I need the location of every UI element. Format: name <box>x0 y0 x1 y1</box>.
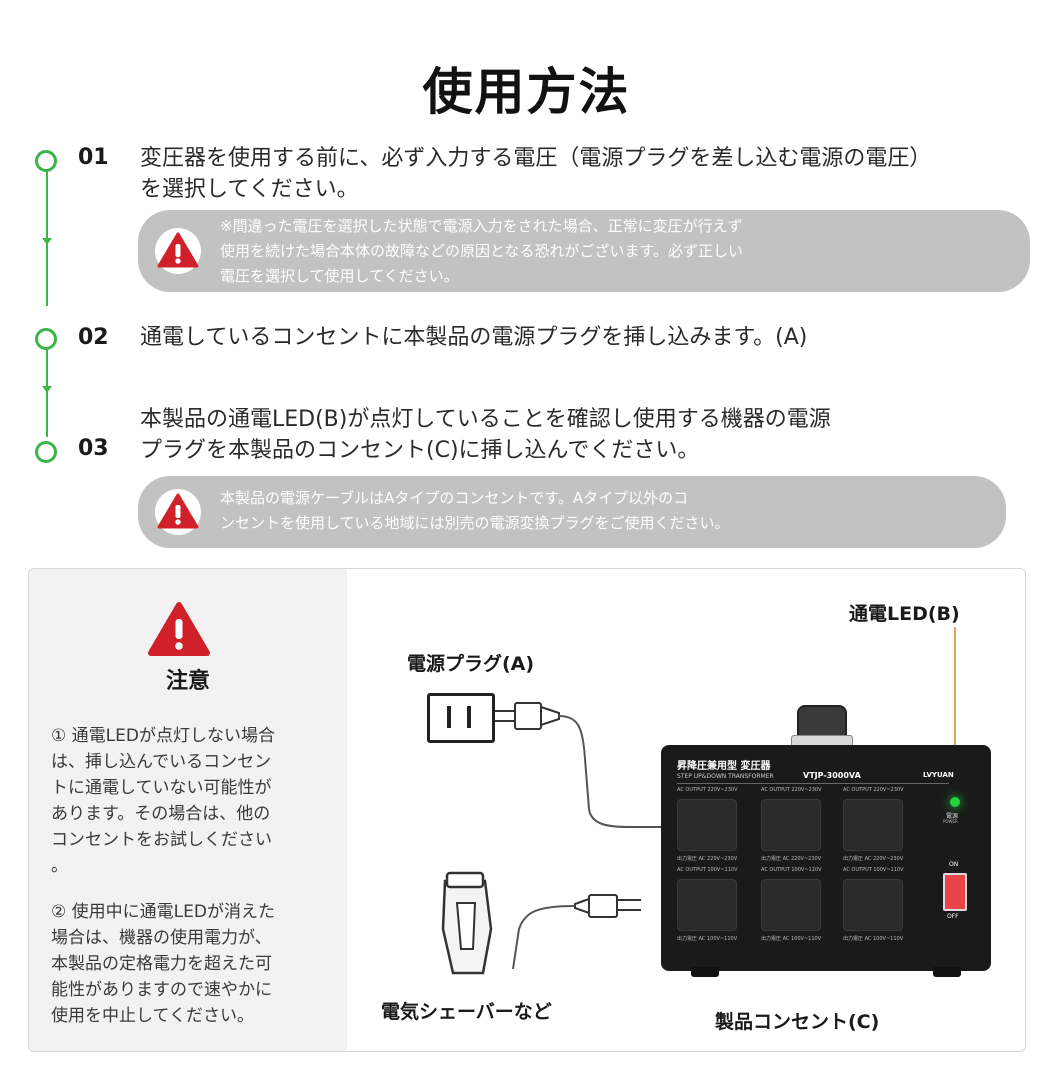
step-text: 本製品の通電LED(B)が点灯していることを確認し使用する機器の電源 プラグを本… <box>140 404 831 466</box>
step-text: 通電しているコンセントに本製品の電源プラグを挿し込みます。(A) <box>140 322 807 353</box>
outlet-label-text: AC OUTPUT 100V~110V <box>761 867 822 873</box>
device-subtitle: STEP UP&DOWN TRANSFORMER <box>677 773 774 780</box>
outlet-socket-icon <box>761 799 821 851</box>
outlet-socket-icon <box>843 879 903 931</box>
plug-icon <box>574 894 641 918</box>
step-text-line: 本製品の通電LED(B)が点灯していることを確認し使用する機器の電源 <box>140 407 831 432</box>
outlet-label-text: AC OUTPUT 220V~230V <box>677 787 738 793</box>
outlet-label-text: 出力電圧 AC 220V~230V <box>677 856 738 862</box>
outlet-label-text: AC OUTPUT 220V~230V <box>761 787 822 793</box>
timeline-line <box>46 166 48 306</box>
device-name: 昇降圧兼用型 変圧器 <box>677 761 771 772</box>
switch-on-label: ON <box>949 861 959 868</box>
warning-line: 電圧を選択して使用してください。 <box>220 267 459 285</box>
caution-line: あります。その場合は、他の <box>51 804 271 824</box>
warning-line: ※間違った電圧を選択した状態で電源入力をされた場合、正常に変圧が行えず <box>220 217 743 235</box>
shaver-icon <box>441 871 493 975</box>
page-title: 使用方法 <box>422 63 631 121</box>
wall-socket-icon <box>427 693 495 743</box>
plug-label: 電源プラグ(A) <box>407 653 535 675</box>
outlet-label-text: 出力電圧 AC 100V~110V <box>843 936 904 942</box>
caution-line: 能性がありますので速やかに <box>51 980 272 1000</box>
caution-line: は、挿し込んでいるコンセン <box>51 752 272 772</box>
step-marker-icon <box>35 150 57 172</box>
caution-line: 本製品の定格電力を超えた可 <box>51 954 272 974</box>
caution-line: コンセントをお試しください <box>51 830 272 850</box>
caution-line: トに通電していない可能性が <box>51 778 272 798</box>
switch-off-label: OFF <box>947 913 959 920</box>
caution-line: 使用を中止してください。 <box>51 1006 254 1026</box>
power-label: 電源 <box>946 813 959 820</box>
diagram-panel: 注意 ① 通電LEDが点灯しない場合 は、挿し込んでいるコンセン トに通電してい… <box>28 568 1026 1052</box>
outlet-label-text: AC OUTPUT 220V~230V <box>843 787 904 793</box>
plug-icon <box>495 702 560 730</box>
warning-line: ンセントを使用している地域には別売の電源変換プラグをご使用ください。 <box>220 514 730 532</box>
step-number: 02 <box>78 325 109 350</box>
outlet-label-text: AC OUTPUT 100V~110V <box>677 867 738 873</box>
warning-box: 本製品の電源ケーブルはAタイプのコンセントです。Aタイプ以外のコ ンセントを使用… <box>138 476 1006 548</box>
power-switch <box>943 873 967 911</box>
outlet-label-text: 出力電圧 AC 220V~230V <box>761 856 822 862</box>
warning-text: 本製品の電源ケーブルはAタイプのコンセントです。Aタイプ以外のコ ンセントを使用… <box>220 486 730 536</box>
warning-line: 使用を続けた場合本体の故障などの原因となる恐れがございます。必ず正しい <box>220 242 744 260</box>
warning-text: ※間違った電圧を選択した状態で電源入力をされた場合、正常に変圧が行えず 使用を続… <box>220 214 743 289</box>
caution-line: ② 使用中に通電LEDが消えた <box>51 902 275 922</box>
device-foot <box>691 967 719 977</box>
outlet-label: 製品コンセント(C) <box>715 1011 880 1033</box>
step-number: 03 <box>78 436 109 461</box>
warning-line: 本製品の電源ケーブルはAタイプのコンセントです。Aタイプ以外のコ <box>220 489 689 507</box>
timeline-arrow <box>42 386 52 393</box>
power-led-icon <box>950 797 960 807</box>
step-text-line: 通電しているコンセントに本製品の電源プラグを挿し込みます。(A) <box>140 325 808 350</box>
warning-icon <box>148 602 210 656</box>
caution-panel: 注意 ① 通電LEDが点灯しない場合 は、挿し込んでいるコンセン トに通電してい… <box>29 569 347 1051</box>
step-number: 01 <box>78 145 109 170</box>
device-model: VTJP-3000VA <box>803 771 861 780</box>
warning-icon <box>155 489 201 535</box>
led-label: 通電LED(B) <box>849 603 960 625</box>
caution-line: ① 通電LEDが点灯しない場合 <box>51 726 275 746</box>
step-text: 変圧器を使用する前に、必ず入力する電圧（電源プラグを差し込む電源の電圧） を選択… <box>140 143 931 205</box>
step-text-line: 変圧器を使用する前に、必ず入力する電圧（電源プラグを差し込む電源の電圧） <box>140 146 932 171</box>
device-brand: LVYUAN <box>923 771 954 779</box>
device-foot <box>933 967 961 977</box>
header-divider <box>677 783 949 784</box>
caution-title: 注意 <box>165 669 210 694</box>
caution-line: 場合は、機器の使用電力が、 <box>51 928 272 948</box>
caution-paragraph: ② 使用中に通電LEDが消えた 場合は、機器の使用電力が、 本製品の定格電力を超… <box>51 899 333 1029</box>
outlet-socket-icon <box>761 879 821 931</box>
step-marker-icon <box>35 441 57 463</box>
shaver-label: 電気シェーバーなど <box>381 1001 552 1023</box>
caution-line: 。 <box>51 856 68 876</box>
timeline-arrow <box>42 238 52 245</box>
outlet-label-text: AC OUTPUT 100V~110V <box>843 867 904 873</box>
outlet-socket-icon <box>677 879 737 931</box>
transformer-device: 昇降圧兼用型 変圧器 STEP UP&DOWN TRANSFORMER VTJP… <box>661 745 991 971</box>
power-label-en: POWER <box>943 819 958 824</box>
outlet-socket-icon <box>843 799 903 851</box>
cable-drawing <box>441 627 956 975</box>
warning-icon <box>155 228 201 274</box>
outlet-label-text: 出力電圧 AC 220V~230V <box>843 856 904 862</box>
caution-paragraph: ① 通電LEDが点灯しない場合 は、挿し込んでいるコンセン トに通電していない可… <box>51 723 333 879</box>
outlet-label-text: 出力電圧 AC 100V~110V <box>761 936 822 942</box>
outlet-label-text: 出力電圧 AC 100V~110V <box>677 936 738 942</box>
step-text-line: プラグを本製品のコンセント(C)に挿し込んでください。 <box>140 438 700 463</box>
outlet-socket-icon <box>677 799 737 851</box>
step-marker-icon <box>35 328 57 350</box>
step-text-line: を選択してください。 <box>140 177 359 202</box>
warning-box: ※間違った電圧を選択した状態で電源入力をされた場合、正常に変圧が行えず 使用を続… <box>138 210 1030 292</box>
